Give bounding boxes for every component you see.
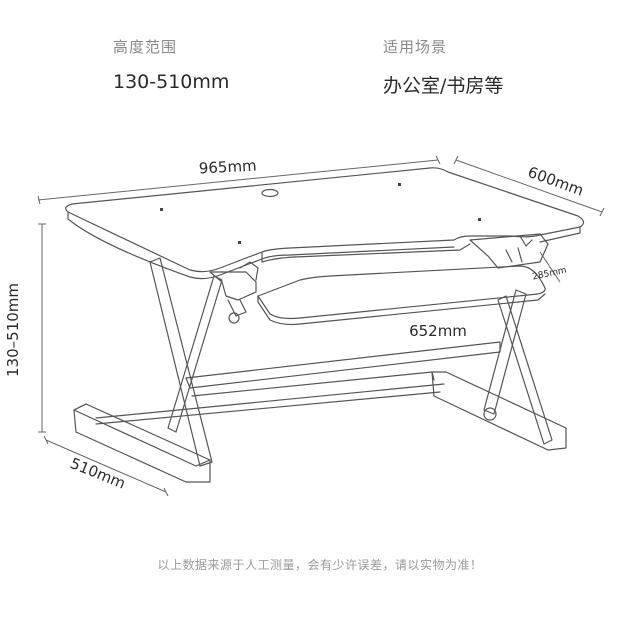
spec-height-value: 130-510mm (113, 71, 230, 93)
spec-scene-label: 适用场景 (383, 38, 448, 56)
measurement-note: 以上数据来源于人工测量，会有少许误差，请以实物为准！ (157, 558, 483, 572)
left-leg-b (167, 275, 223, 433)
left-bracket (209, 271, 257, 301)
right-handle (505, 235, 533, 263)
desk-drawing (65, 167, 585, 483)
tray-depth-label: 285mm (532, 266, 568, 283)
right-leg-b (497, 295, 553, 445)
left-leg-a (149, 257, 213, 467)
right-leg-a (483, 289, 527, 415)
desktop-dot (398, 183, 401, 186)
base-depth-label: 510mm (68, 454, 128, 492)
desktop-dot (238, 241, 241, 244)
base-rail (95, 383, 445, 425)
width-label: 965mm (198, 157, 257, 178)
tray-depth-dim-line (539, 251, 561, 283)
keyboard-tray-edge (257, 293, 546, 326)
desktop-dot (160, 208, 163, 211)
left-handle (227, 261, 259, 317)
height-dim-line (38, 223, 46, 433)
base-dim-line (43, 435, 169, 497)
base-left-top (73, 403, 211, 467)
depth-label: 600mm (525, 163, 586, 200)
depth-dim-line (453, 155, 605, 217)
pivot-left (228, 312, 240, 324)
spec-height-range: 高度范围 130-510mm (113, 36, 229, 93)
desktop-edge (67, 211, 581, 280)
height-range-label: 130–510mm (4, 283, 22, 377)
width-dim-line (37, 155, 441, 205)
spec-usage-scene: 适用场景 办公室/书房等 (383, 36, 503, 98)
spec-height-label: 高度范围 (113, 38, 178, 56)
dimension-lines (37, 155, 605, 497)
tray-width-label: 652mm (409, 322, 467, 340)
keyboard-tray (257, 265, 546, 320)
base-right (431, 371, 567, 451)
pivot-right (483, 407, 497, 421)
spec-scene-value: 办公室/书房等 (383, 75, 504, 97)
cutout-rail (261, 243, 471, 263)
desktop-dots (160, 183, 481, 244)
desktop-dot (478, 218, 481, 221)
cross-bar (185, 341, 501, 389)
cable-hole (261, 188, 279, 198)
right-bracket (469, 233, 549, 269)
